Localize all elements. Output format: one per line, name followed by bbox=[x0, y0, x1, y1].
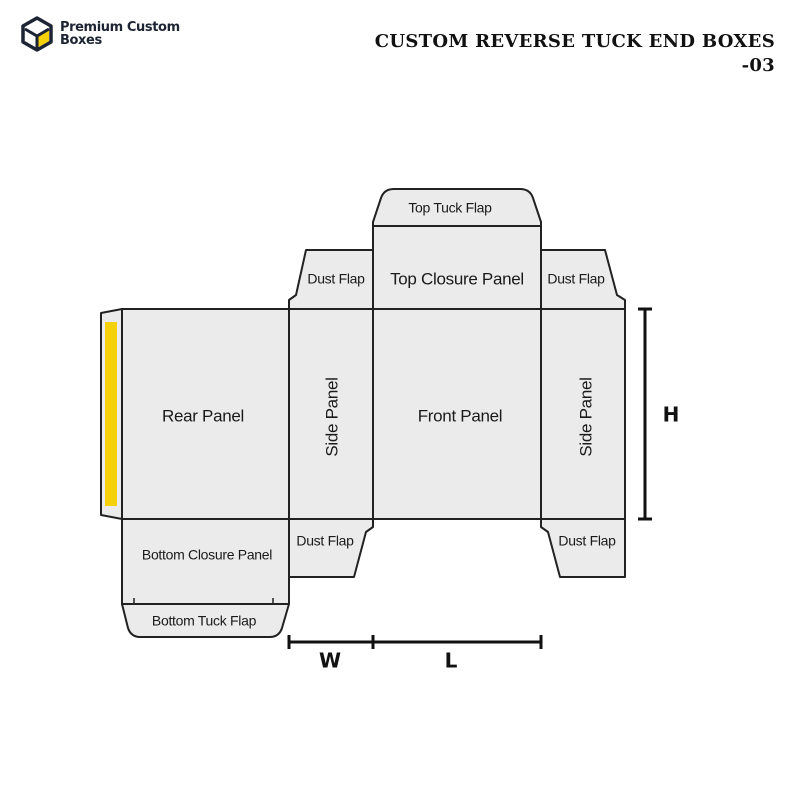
rear-panel-label: Rear Panel bbox=[162, 406, 244, 425]
length-label: L bbox=[445, 649, 458, 673]
side-panel-right bbox=[540, 308, 626, 520]
brand-name-line2: Boxes bbox=[60, 33, 102, 48]
dust-flap-bottom-left bbox=[288, 518, 374, 578]
dust-flap-label: Dust Flap bbox=[296, 533, 354, 549]
bottom-closure-panel-label: Bottom Closure Panel bbox=[142, 547, 272, 563]
rear-panel bbox=[121, 308, 290, 520]
dust-flap-label: Dust Flap bbox=[547, 271, 605, 287]
height-label: H bbox=[663, 403, 680, 427]
top-closure-panel bbox=[372, 225, 542, 310]
side-panel-left bbox=[288, 308, 374, 520]
front-panel-label: Front Panel bbox=[418, 406, 503, 425]
dust-flap-label: Dust Flap bbox=[307, 271, 365, 287]
height-dimension: H bbox=[638, 307, 680, 521]
side-panel-label: Side Panel bbox=[576, 377, 595, 456]
bottom-tuck-flap bbox=[121, 603, 290, 638]
page-title: CUSTOM REVERSE TUCK END BOXES -03 bbox=[375, 30, 775, 78]
width-label: W bbox=[319, 649, 341, 673]
glue-strip bbox=[105, 322, 117, 506]
top-tuck-flap bbox=[372, 188, 542, 227]
box-logo-icon bbox=[21, 16, 53, 52]
bottom-closure-panel bbox=[121, 518, 290, 605]
dust-flap-bottom-right bbox=[540, 518, 626, 578]
title-line1: CUSTOM REVERSE TUCK END BOXES bbox=[374, 31, 775, 52]
top-tuck-flap-label: Top Tuck Flap bbox=[408, 200, 492, 216]
width-length-dimension: W L bbox=[287, 635, 543, 673]
title-line2: -03 bbox=[741, 55, 775, 76]
bottom-tuck-flap-label: Bottom Tuck Flap bbox=[152, 613, 257, 629]
dust-flap-label: Dust Flap bbox=[558, 533, 616, 549]
front-panel bbox=[372, 308, 542, 520]
side-panel-label: Side Panel bbox=[322, 377, 341, 456]
top-closure-panel-label: Top Closure Panel bbox=[390, 269, 524, 288]
brand-name-line1: Premium Custom bbox=[60, 20, 180, 35]
brand-logo: Premium Custom Boxes bbox=[20, 16, 180, 52]
